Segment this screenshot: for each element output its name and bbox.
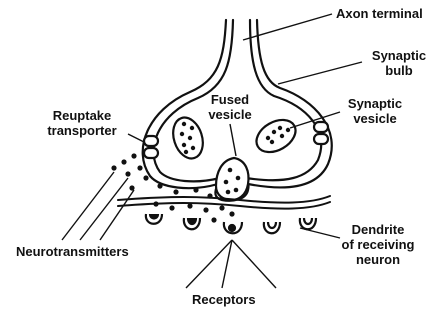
label-axon-terminal: Axon terminal [336,6,423,21]
label-reuptake-line1: Reuptake [34,108,130,123]
receptor [300,218,316,229]
fused-vesicle [216,158,248,200]
receptors [146,214,316,233]
label-synaptic-vesicle-line1: Synaptic [340,96,410,111]
label-dendrite-line1: Dendrite [334,222,422,237]
reuptake-transporter-left [144,136,158,158]
label-dendrite: Dendrite of receiving neuron [334,222,422,267]
label-dendrite-line2: of receiving [334,237,422,252]
label-reuptake-line2: transporter [34,123,130,138]
label-reuptake-transporter: Reuptake transporter [34,108,130,138]
label-synaptic-vesicle: Synaptic vesicle [340,96,410,126]
receptor [146,214,162,224]
label-dendrite-line3: neuron [334,252,422,267]
label-fused-vesicle-line2: vesicle [200,107,260,122]
label-synaptic-bulb: Synaptic bulb [364,48,434,78]
label-synaptic-bulb-line2: bulb [364,63,434,78]
label-fused-vesicle-line1: Fused [200,92,260,107]
receptor [264,222,280,233]
reuptake-transporter-right [314,122,328,144]
receptor [184,218,200,229]
label-synaptic-vesicle-line2: vesicle [340,111,410,126]
label-neurotransmitters: Neurotransmitters [16,244,129,259]
label-fused-vesicle: Fused vesicle [200,92,260,122]
label-receptors: Receptors [192,292,256,307]
label-synaptic-bulb-line1: Synaptic [364,48,434,63]
receptor [224,222,242,233]
